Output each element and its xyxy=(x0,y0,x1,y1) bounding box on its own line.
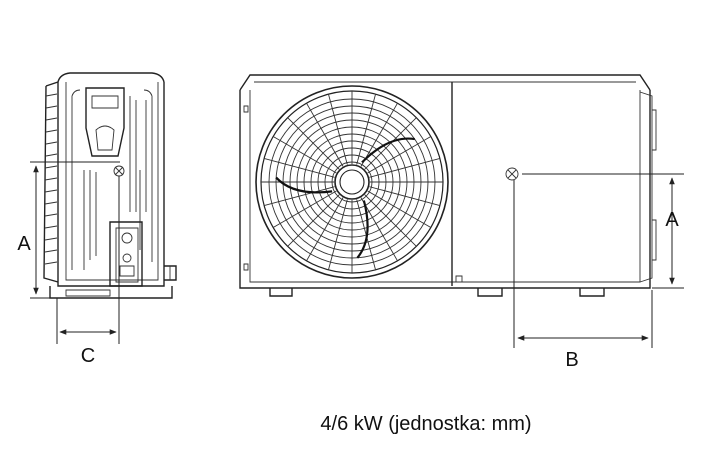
side-label-c: C xyxy=(81,345,95,367)
side-view-unit xyxy=(43,72,177,299)
front-label-a: A xyxy=(665,209,679,231)
front-port-icon xyxy=(505,167,519,181)
caption: 4/6 kW (jednostka: mm) xyxy=(320,413,531,435)
side-dimension-a: A xyxy=(17,161,120,299)
side-label-a: A xyxy=(17,233,31,255)
front-dimension-a: A xyxy=(522,173,684,289)
fan-grille xyxy=(255,85,449,279)
front-label-b: B xyxy=(565,349,578,371)
front-dimension-b: B xyxy=(513,180,653,371)
side-grille-fins xyxy=(44,93,58,265)
front-view-unit xyxy=(239,74,657,297)
side-dimension-c: C xyxy=(56,176,120,367)
